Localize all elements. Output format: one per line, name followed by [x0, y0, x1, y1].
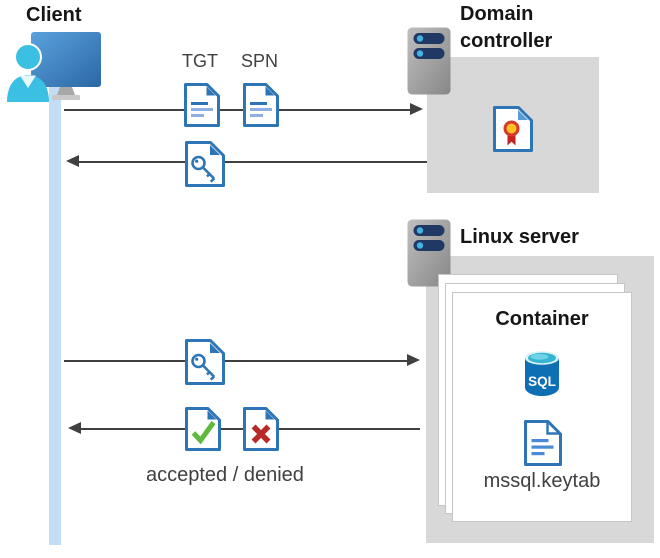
sql-badge-text: SQL — [528, 374, 556, 389]
key-document-icon — [184, 338, 226, 386]
container-label: Container — [495, 308, 589, 330]
arrowhead-left-icon — [68, 422, 81, 434]
client-label: Client — [26, 4, 82, 26]
key-document-icon — [184, 140, 226, 188]
client-computer-user-icon — [4, 28, 104, 102]
arrowhead-right-icon — [410, 103, 423, 115]
result-caption: accepted / denied — [146, 464, 304, 486]
server-icon — [407, 27, 451, 95]
certificate-icon — [492, 105, 534, 153]
tgt-document-icon — [183, 82, 221, 128]
arrow-present-ticket — [64, 360, 407, 362]
server-icon — [407, 219, 451, 287]
denied-document-icon — [242, 406, 280, 452]
arrow-return-ticket — [79, 161, 427, 163]
arrowhead-left-icon — [66, 155, 79, 167]
arrow-request-tgt-spn — [64, 109, 410, 111]
keytab-document-icon — [523, 419, 563, 467]
sql-database-icon: SQL — [522, 349, 562, 397]
spn-label: SPN — [241, 51, 279, 71]
client-lifeline — [49, 86, 61, 545]
arrowhead-right-icon — [407, 354, 420, 366]
accepted-document-icon — [184, 406, 222, 452]
domain-controller-label: Domain controller — [460, 3, 553, 52]
keytab-label: mssql.keytab — [483, 470, 601, 492]
container-card-front — [452, 292, 632, 522]
tgt-label: TGT — [182, 51, 218, 71]
linux-server-label: Linux server — [460, 226, 579, 248]
spn-document-icon — [242, 82, 280, 128]
